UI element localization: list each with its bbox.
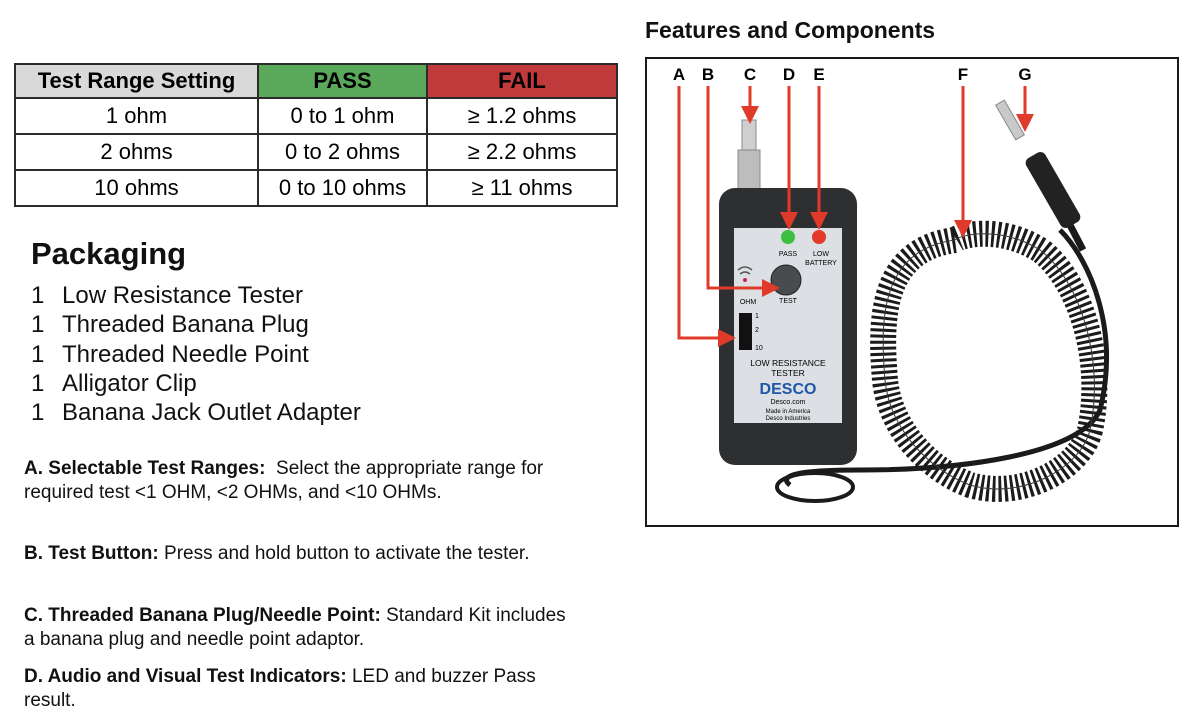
test-button[interactable] <box>770 264 802 296</box>
table-row: 2 ohms 0 to 2 ohms ≥ 2.2 ohms <box>14 133 618 171</box>
feature-text: LED and buzzer Pass result. <box>24 666 536 711</box>
list-item: 1 Threaded Banana Plug <box>31 310 361 339</box>
callout-letters: A B C D E F G <box>673 65 1032 84</box>
table-cell: 2 ohms <box>14 133 259 171</box>
feature-text: Standard Kit includes a banana plug and … <box>24 605 566 650</box>
arrow-a <box>677 86 736 347</box>
item-name: Low Resistance Tester <box>62 282 304 309</box>
feature-label: C. Threaded Banana Plug/Needle Point: <box>24 605 381 626</box>
range-mark: 1 <box>755 313 759 320</box>
range-mark: 2 <box>755 327 759 334</box>
table-cell: 10 ohms <box>14 169 259 207</box>
feature-d-description: D. Audio and Visual Test Indicators: LED… <box>24 665 569 712</box>
callout-f: F <box>958 65 968 84</box>
feature-label: B. Test Button: <box>24 543 159 564</box>
ohm-label: OHM <box>740 299 757 306</box>
feature-label: A. Selectable Test Ranges: <box>24 458 266 479</box>
callout-c: C <box>744 65 756 84</box>
feature-b-description: B. Test Button: Press and hold button to… <box>24 542 569 566</box>
banana-plug <box>737 119 761 191</box>
item-name: Alligator Clip <box>62 369 197 397</box>
low-battery-label-1: LOW <box>813 251 829 258</box>
table-cell: 0 to 1 ohm <box>257 97 428 135</box>
list-item: 1 Alligator Clip <box>31 369 361 398</box>
list-item: 1 Banana Jack Outlet Adapter <box>31 398 361 427</box>
pass-led <box>781 230 795 244</box>
table-cell: 1 ohm <box>14 97 259 135</box>
callout-d: D <box>783 65 795 84</box>
item-qty: 1 <box>31 282 45 309</box>
callout-e: E <box>813 65 824 84</box>
low-battery-label-2: BATTERY <box>805 260 837 267</box>
feature-c-description: C. Threaded Banana Plug/Needle Point: St… <box>24 604 569 651</box>
tester-body: PASS LOW BATTERY TEST OHM 1 2 10 LOW RES… <box>719 188 857 465</box>
test-range-table: Test Range Setting PASS FAIL 1 ohm 0 to … <box>14 63 618 207</box>
header-pass: PASS <box>257 63 428 99</box>
feature-text: Press and hold button to activate the te… <box>164 543 530 564</box>
packaging-title: Packaging <box>31 236 187 271</box>
audio-icon <box>737 266 753 282</box>
table-cell: ≥ 1.2 ohms <box>426 97 618 135</box>
item-qty: 1 <box>31 311 45 339</box>
low-battery-led <box>812 230 826 244</box>
made-line-1: Made in America <box>766 409 811 415</box>
features-figure <box>645 57 1179 527</box>
item-name: Banana Jack Outlet Adapter <box>62 399 361 427</box>
callout-a: A <box>673 65 685 84</box>
feature-label: D. Audio and Visual Test Indicators: <box>24 666 347 687</box>
brand-logo: DESCO <box>760 381 817 398</box>
range-switch[interactable] <box>739 313 752 350</box>
callout-arrows <box>677 86 1034 347</box>
features-components-title: Features and Components <box>645 17 936 43</box>
model-line-1: LOW RESISTANCE <box>750 358 826 368</box>
header-test-range-setting: Test Range Setting <box>14 63 259 99</box>
range-mark: 10 <box>755 345 763 352</box>
table-header-row: Test Range Setting PASS FAIL <box>14 63 618 99</box>
callout-b: B <box>702 65 714 84</box>
item-name: Threaded Needle Point <box>62 340 309 368</box>
item-qty: 1 <box>31 340 45 368</box>
pass-label: PASS <box>779 251 797 258</box>
table-row: 1 ohm 0 to 1 ohm ≥ 1.2 ohms <box>14 97 618 135</box>
test-label: TEST <box>779 298 798 305</box>
table-cell: ≥ 11 ohms <box>426 169 618 207</box>
table-cell: 0 to 10 ohms <box>257 169 428 207</box>
list-item: 1 Threaded Needle Point <box>31 340 361 369</box>
header-fail: FAIL <box>426 63 618 99</box>
table-cell: 0 to 2 ohms <box>257 133 428 171</box>
item-qty: 1 <box>31 399 45 427</box>
list-item: 1 Low Resistance Tester <box>31 281 361 310</box>
site-label: Desco.com <box>770 399 805 406</box>
arrow-b <box>706 86 780 297</box>
table-row: 10 ohms 0 to 10 ohms ≥ 11 ohms <box>14 169 618 207</box>
model-line-2: TESTER <box>771 368 805 378</box>
feature-a-description: A. Selectable Test Ranges: Select the ap… <box>24 457 569 504</box>
feature-text: Select the appropriate range for require… <box>24 458 544 503</box>
table-cell: ≥ 2.2 ohms <box>426 133 618 171</box>
callout-g: G <box>1018 65 1031 84</box>
item-qty: 1 <box>31 369 45 397</box>
item-name: Threaded Banana Plug <box>62 311 309 339</box>
made-line-2: Desco Industries <box>766 416 811 422</box>
